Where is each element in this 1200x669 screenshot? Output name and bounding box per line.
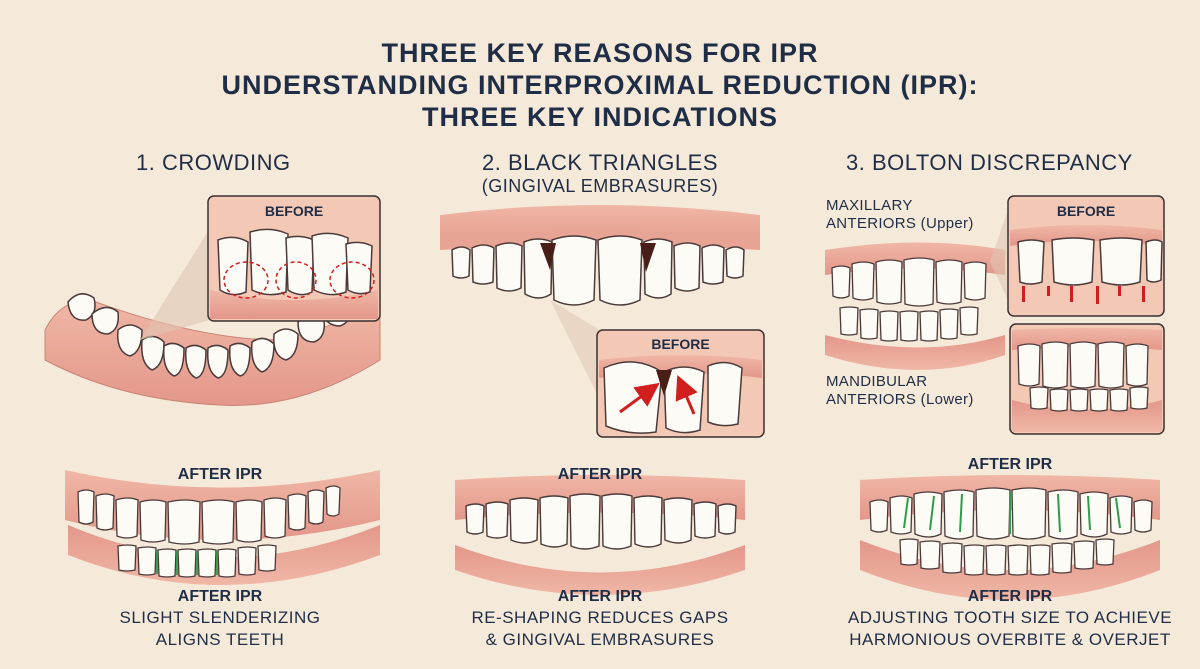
page-subtitle-2: THREE KEY INDICATIONS (421, 102, 779, 132)
bolton-caption-line2: HARMONIOUS OVERBITE & OVERJET (849, 630, 1171, 649)
crowding-caption-line1: SLIGHT SLENDERIZING (119, 608, 321, 627)
bolton-before-label: BEFORE (1056, 203, 1116, 219)
crowding-caption-line2: ALIGNS TEETH (155, 630, 285, 649)
black-triangles-after-smile (455, 475, 745, 595)
black-triangles-before-inset (596, 329, 765, 438)
bolton-callout-wedge (990, 210, 1008, 300)
black-triangles-subheading: (GINGIVAL EMBRASURES) (481, 176, 719, 196)
black-triangles-caption-line2: & GINGIVAL EMBRASURES (485, 630, 715, 649)
crowding-callout-wedge (140, 228, 210, 340)
black-triangle-right (640, 243, 656, 272)
crowding-lower-arch (44, 293, 381, 406)
crowding-caption-title: AFTER IPR (177, 588, 263, 605)
crowding-before-inset (207, 195, 381, 322)
mandibular-label-line1: MANDIBULAR (826, 373, 928, 390)
black-triangle-left (540, 243, 556, 270)
bolton-after-smile (860, 475, 1160, 600)
black-triangles-caption-line1: RE-SHAPING REDUCES GAPS (471, 608, 729, 627)
bolton-before-inset (1007, 195, 1165, 317)
maxillary-label-line1: MAXILLARY (826, 197, 913, 214)
black-triangles-before-label: BEFORE (651, 336, 710, 352)
crowding-before-label: BEFORE (264, 203, 324, 219)
black-triangles-upper-arch (440, 205, 760, 306)
black-triangles-after-label: AFTER IPR (557, 466, 643, 483)
page-subtitle: UNDERSTANDING INTERPROXIMAL REDUCTION (I… (221, 70, 979, 100)
black-triangles-callout-wedge (550, 300, 600, 400)
black-triangles-heading: 2. BLACK TRIANGLES (481, 150, 718, 175)
bolton-heading: 3. BOLTON DISCREPANCY (846, 150, 1133, 175)
crowding-after-label: AFTER IPR (177, 466, 263, 483)
bolton-caption-title: AFTER IPR (967, 588, 1053, 605)
mandibular-label-line2: ANTERIORS (Lower) (826, 391, 974, 408)
bolton-caption-line1: ADJUSTING TOOTH SIZE TO ACHIEVE (847, 608, 1173, 627)
black-triangles-caption-title: AFTER IPR (557, 588, 643, 605)
bolton-arch (825, 242, 1005, 370)
bolton-lower-inset (1009, 323, 1165, 435)
maxillary-label-line2: ANTERIORS (Upper) (826, 215, 974, 232)
crowding-heading: 1. CROWDING (136, 150, 291, 175)
page-title: THREE KEY REASONS FOR IPR (381, 38, 819, 68)
crowding-after-smile (65, 470, 380, 585)
bolton-after-label: AFTER IPR (967, 456, 1053, 473)
